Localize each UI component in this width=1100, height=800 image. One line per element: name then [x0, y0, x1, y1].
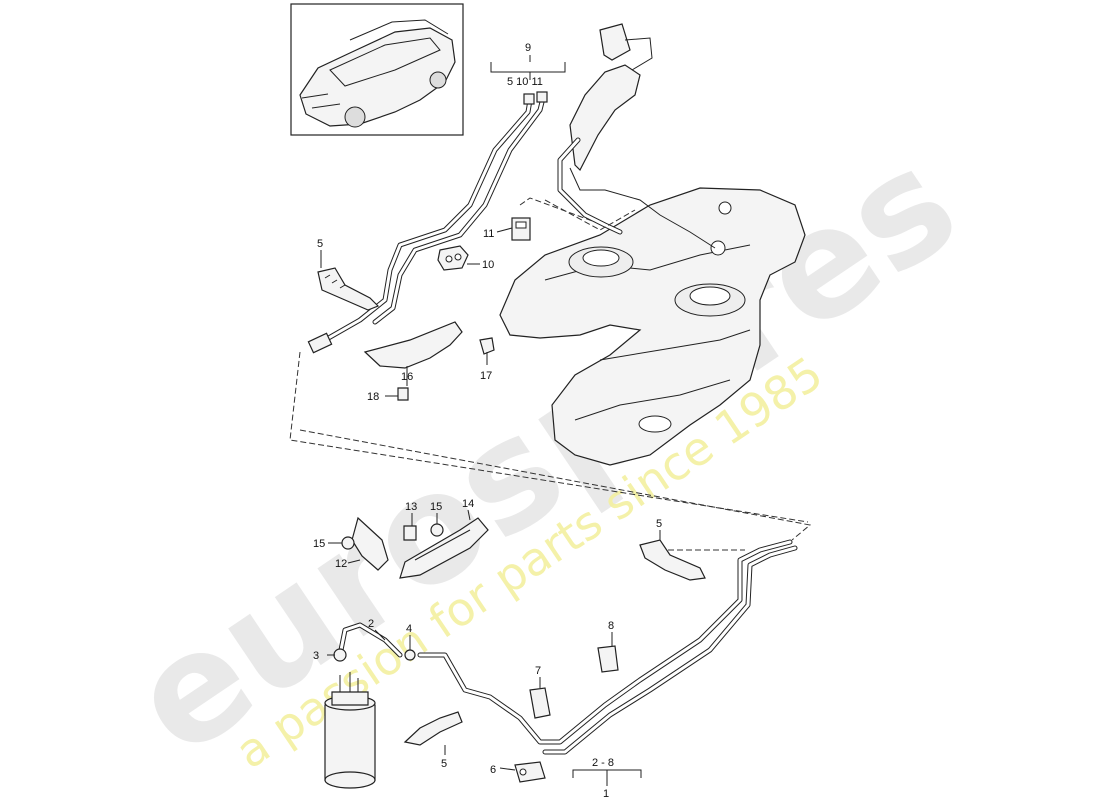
callout-labels: 9 5 10 11 11 10 5 16 17 18 13 15 14 15 1…: [313, 42, 662, 800]
leader-lines: [320, 55, 661, 786]
callout-10: 10: [482, 259, 494, 271]
callout-5-upper: 5: [317, 238, 323, 250]
holder-7: [529, 687, 551, 719]
bolt-18: [397, 387, 409, 401]
upper-fuel-lines: [307, 91, 548, 354]
fuel-tank: [499, 187, 806, 466]
nut-17: [479, 337, 495, 355]
callout-16: 16: [401, 371, 413, 383]
callout-12: 12: [335, 558, 347, 570]
lower-fuel-lines: [417, 539, 798, 755]
reference-lines: [289, 197, 812, 551]
callout-11: 11: [483, 228, 494, 240]
bracket-14: [399, 517, 489, 579]
callout-6: 6: [490, 764, 496, 776]
shield-16: [363, 321, 463, 369]
clamp-4: [404, 649, 416, 661]
callout-13: 13: [405, 501, 417, 513]
callout-2: 2: [368, 618, 374, 630]
callout-7: 7: [535, 665, 541, 677]
callout-9: 9: [525, 42, 531, 54]
callout-1: 1: [603, 788, 609, 800]
callout-17: 17: [480, 370, 492, 382]
vehicle-thumbnail: [290, 3, 464, 136]
holder-11: [511, 217, 531, 241]
callout-8: 8: [608, 620, 614, 632]
fuel-filter: [324, 672, 376, 789]
clamp-3: [333, 648, 347, 662]
wheel-icon: [429, 71, 447, 89]
hose-2: [337, 622, 403, 658]
callout-15-right: 15: [430, 501, 442, 513]
bolt-13: [403, 525, 417, 541]
grommet-10: [437, 245, 469, 271]
callout-15-left: 15: [313, 538, 325, 550]
car-body-icon: [299, 27, 456, 127]
clip-part-lower-right: [639, 539, 706, 581]
callout-18: 18: [367, 391, 379, 403]
callout-5-right: 5: [656, 518, 662, 530]
holder-8: [597, 645, 619, 673]
clip-part-lower-left: [403, 711, 463, 746]
filler-neck: [557, 23, 716, 249]
callout-5-lower: 5: [441, 758, 447, 770]
callout-5-10-11: 5 10 11: [507, 76, 543, 88]
grommet-6: [514, 761, 546, 783]
callout-2-8: 2 - 8: [592, 757, 614, 769]
callout-3: 3: [313, 650, 319, 662]
wheel-icon: [344, 106, 366, 128]
callout-14: 14: [462, 498, 474, 510]
clip-part-upper: [317, 267, 380, 311]
callout-4: 4: [406, 623, 412, 635]
